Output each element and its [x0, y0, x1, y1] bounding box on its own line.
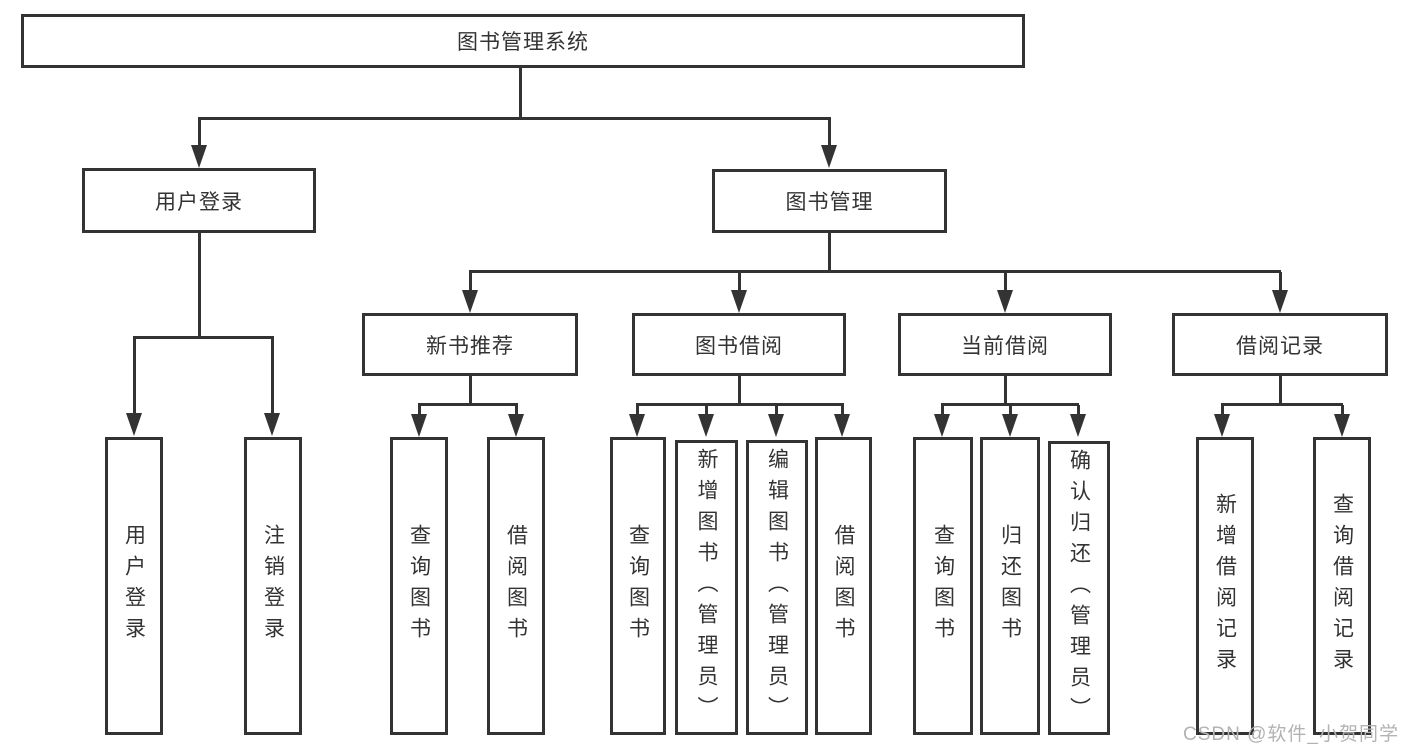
csdn-watermark: CSDN @软件_小贺同学 — [1183, 724, 1399, 745]
leaf-add-borrow-record: 新增借阅记录 — [1196, 437, 1254, 735]
connector-line — [1221, 403, 1343, 406]
arrow-down-icon — [1272, 290, 1288, 313]
connector-line — [828, 119, 831, 147]
connector-line — [469, 270, 1281, 273]
leaf-logout: 注销登录 — [244, 437, 302, 735]
arrow-down-icon — [191, 145, 207, 168]
arrow-down-icon — [768, 414, 784, 437]
arrow-down-icon — [1334, 414, 1350, 437]
arrow-down-icon — [1070, 414, 1086, 437]
connector-line — [133, 338, 136, 415]
node-label: 用户登录 — [122, 524, 146, 648]
arrow-down-icon — [508, 414, 524, 437]
connector-line — [841, 405, 844, 416]
connector-line — [1279, 272, 1282, 292]
connector-line — [1077, 405, 1080, 416]
node-label: 查询图书 — [626, 524, 650, 648]
connector-line — [271, 338, 274, 415]
connector-line — [828, 231, 831, 272]
node-label: 用户登录 — [155, 190, 243, 214]
connector-line — [469, 272, 472, 292]
node-library-management-system: 图书管理系统 — [21, 14, 1025, 68]
arrow-down-icon — [834, 414, 850, 437]
arrow-down-icon — [698, 414, 714, 437]
arrow-down-icon — [411, 414, 427, 437]
connector-line — [941, 403, 1079, 406]
connector-line — [1009, 405, 1012, 416]
node-label: 图书管理 — [785, 191, 874, 214]
connector-line — [1279, 376, 1282, 406]
arrow-down-icon — [629, 414, 645, 437]
arrow-down-icon — [731, 290, 747, 313]
node-label: 查询图书 — [931, 524, 955, 648]
arrow-down-icon — [821, 145, 837, 168]
connector-line — [418, 405, 421, 416]
node-borrow-records: 借阅记录 — [1172, 313, 1388, 376]
connector-line — [133, 336, 274, 339]
connector-line — [636, 403, 844, 406]
node-label: 查询图书 — [407, 524, 431, 648]
node-label: 新书推荐 — [426, 334, 514, 358]
connector-line — [705, 405, 708, 416]
leaf-borrow-books: 借阅图书 — [815, 437, 872, 735]
leaf-confirm-return-admin: 确认归还（管理员） — [1048, 441, 1110, 735]
node-label: 归还图书 — [998, 524, 1022, 648]
node-user-login: 用户登录 — [82, 168, 316, 233]
leaf-user-login: 用户登录 — [105, 437, 163, 735]
arrow-down-icon — [997, 290, 1013, 313]
node-label: 注销登录 — [261, 524, 285, 648]
arrow-down-icon — [126, 413, 142, 436]
node-current-borrow: 当前借阅 — [898, 313, 1112, 376]
connector-line — [738, 376, 741, 406]
connector-line — [418, 403, 518, 406]
connector-line — [198, 231, 201, 338]
node-label: 借阅记录 — [1236, 334, 1324, 358]
connector-line — [941, 405, 944, 416]
node-book-management: 图书管理 — [712, 169, 947, 233]
leaf-query-books: 查询图书 — [610, 437, 666, 735]
leaf-query-borrow-record: 查询借阅记录 — [1313, 437, 1371, 735]
leaf-return-book: 归还图书 — [980, 437, 1040, 735]
node-label: 借阅图书 — [504, 524, 528, 648]
leaf-query-books: 查询图书 — [913, 437, 973, 735]
arrow-down-icon — [934, 414, 950, 437]
arrow-down-icon — [462, 290, 478, 313]
connector-line — [775, 405, 778, 416]
node-label: 编辑图书（管理员） — [765, 448, 789, 727]
arrow-down-icon — [1002, 414, 1018, 437]
connector-line — [1221, 405, 1224, 416]
node-label: 新增借阅记录 — [1213, 493, 1237, 679]
connector-line — [1004, 272, 1007, 292]
leaf-query-books: 查询图书 — [390, 437, 448, 735]
leaf-borrow-books: 借阅图书 — [487, 437, 545, 735]
connector-line — [198, 117, 831, 120]
node-book-borrow: 图书借阅 — [632, 313, 846, 376]
node-label: 图书管理系统 — [457, 31, 589, 54]
connector-line — [1004, 376, 1007, 406]
arrow-down-icon — [264, 413, 280, 436]
connector-line — [738, 272, 741, 292]
connector-line — [519, 66, 522, 119]
node-label: 新增图书（管理员） — [695, 448, 718, 727]
leaf-edit-book-admin: 编辑图书（管理员） — [746, 440, 808, 735]
node-label: 查询借阅记录 — [1330, 493, 1354, 679]
node-label: 当前借阅 — [961, 334, 1049, 358]
node-label: 确认归还（管理员） — [1067, 448, 1091, 728]
connector-line — [1341, 405, 1344, 416]
connector-line — [198, 119, 201, 147]
node-label: 借阅图书 — [832, 524, 855, 648]
arrow-down-icon — [1214, 414, 1230, 437]
connector-line — [636, 405, 639, 416]
node-new-book-recommend: 新书推荐 — [362, 313, 578, 376]
leaf-add-book-admin: 新增图书（管理员） — [675, 440, 738, 735]
node-label: 图书借阅 — [695, 334, 783, 358]
connector-line — [515, 405, 518, 416]
connector-line — [469, 376, 472, 406]
